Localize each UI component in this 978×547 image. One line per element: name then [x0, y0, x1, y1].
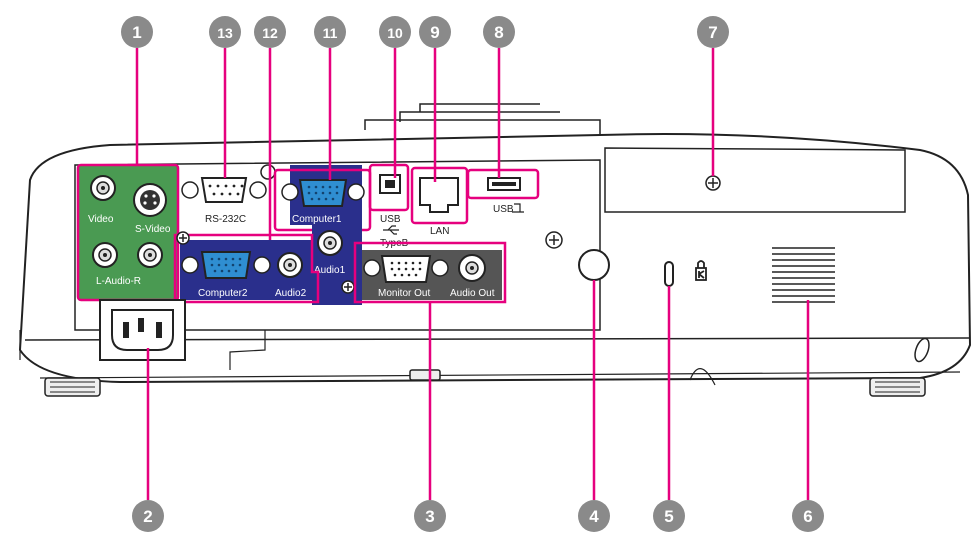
svg-text:6: 6 — [803, 507, 812, 526]
computer1-group: Computer1 Audio1 — [273, 165, 372, 305]
lamp-cover-screw[interactable] — [705, 175, 721, 191]
svg-text:10: 10 — [387, 25, 403, 41]
svg-text:3: 3 — [425, 507, 434, 526]
lan-label: LAN — [430, 226, 449, 237]
svg-text:4: 4 — [589, 507, 599, 526]
callout-markers: 1 2 3 4 5 6 7 8 9 10 11 12 13 — [121, 16, 824, 532]
rs232c-label: RS-232C — [205, 214, 246, 225]
callout-4: 4 — [578, 500, 610, 532]
monitor-out-audio-out-group: Monitor Out Audio Out — [353, 241, 507, 304]
usb-type-a-port[interactable]: USB — [466, 168, 540, 215]
computer1-label: Computer1 — [292, 214, 342, 225]
rs232c-port[interactable]: RS-232C — [181, 177, 267, 225]
callout-7: 7 — [697, 16, 729, 48]
feet — [44, 369, 926, 397]
callout-12: 12 — [254, 16, 286, 48]
callout-3: 3 — [414, 500, 446, 532]
computer2-group: Computer2 Audio2 — [173, 233, 320, 304]
usb-trident-icon — [383, 225, 399, 235]
monitor-out-label: Monitor Out — [378, 288, 430, 299]
remote-receiver — [578, 249, 610, 281]
usb-b-label: USB — [380, 214, 401, 225]
svg-text:7: 7 — [708, 23, 717, 42]
security-slot[interactable] — [664, 261, 674, 287]
usb-drive-icon — [512, 203, 524, 213]
video-audio-input-group: Video S-Video L-Audio-R — [76, 163, 180, 302]
usb-a-label: USB — [493, 204, 514, 215]
svg-text:13: 13 — [217, 25, 233, 41]
svg-text:9: 9 — [430, 23, 439, 42]
svg-text:5: 5 — [664, 507, 673, 526]
audio1-label: Audio1 — [314, 265, 346, 276]
svg-text:2: 2 — [143, 507, 152, 526]
callout-6: 6 — [792, 500, 824, 532]
s-video-label: S-Video — [135, 224, 171, 235]
callout-2: 2 — [132, 500, 164, 532]
screw-icon — [176, 231, 563, 294]
callout-5: 5 — [653, 500, 685, 532]
video-label: Video — [88, 214, 114, 225]
callout-10: 10 — [379, 16, 411, 48]
callout-1: 1 — [121, 16, 153, 48]
lan-port[interactable]: LAN — [410, 166, 469, 237]
callout-8: 8 — [483, 16, 515, 48]
svg-text:11: 11 — [323, 25, 338, 41]
audio2-label: Audio2 — [275, 288, 307, 299]
computer2-label: Computer2 — [198, 288, 248, 299]
air-vent — [772, 247, 835, 303]
top-ridges — [364, 103, 601, 135]
callout-11: 11 — [314, 16, 346, 48]
callout-9: 9 — [419, 16, 451, 48]
kensington-lock-icon — [695, 260, 707, 281]
svg-text:1: 1 — [132, 23, 141, 42]
callout-lines — [135, 48, 810, 500]
l-audio-r-label: L-Audio-R — [96, 276, 141, 287]
callout-13: 13 — [209, 16, 241, 48]
audio-out-label: Audio Out — [450, 288, 495, 299]
svg-text:12: 12 — [262, 25, 278, 41]
power-inlet[interactable] — [99, 299, 186, 361]
svg-text:8: 8 — [494, 23, 503, 42]
